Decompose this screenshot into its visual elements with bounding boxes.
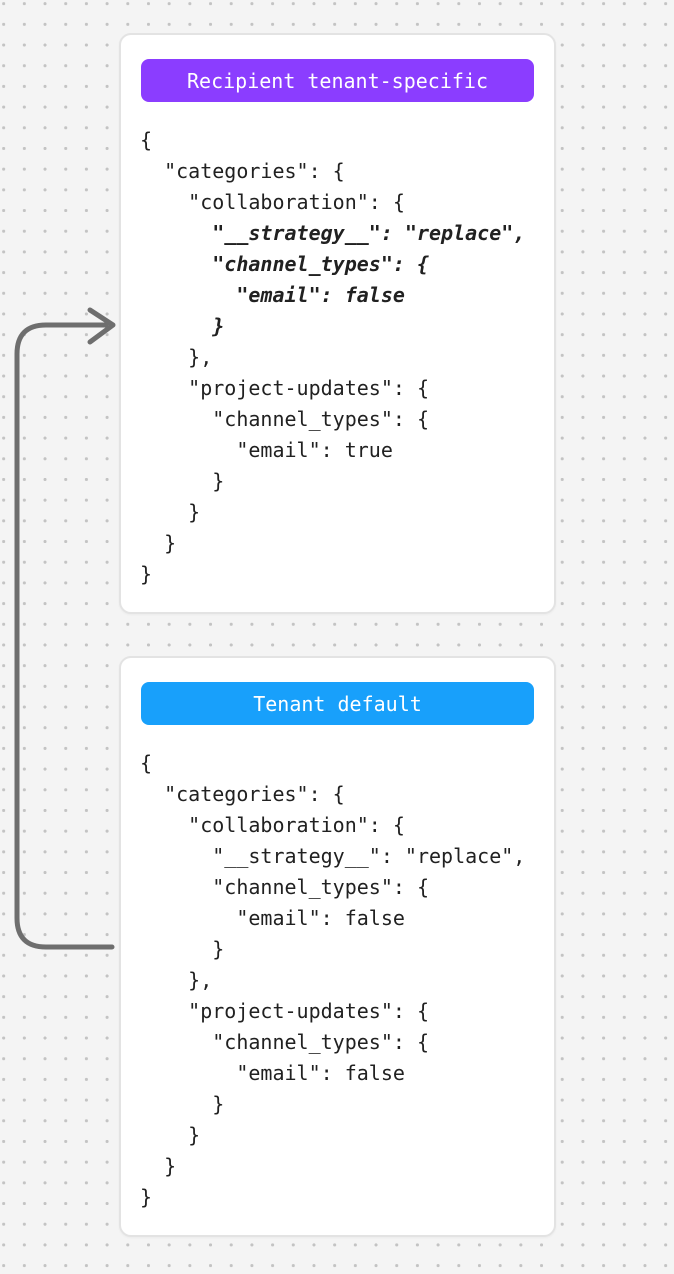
code-line: "email": false — [140, 283, 405, 307]
code-line: }, — [140, 345, 213, 369]
code-line: } — [140, 1154, 177, 1178]
card-recipient-tenant-specific: Recipient tenant-specific { "categories"… — [119, 33, 556, 614]
code-line: } — [140, 469, 225, 493]
code-line: "email": false — [140, 1061, 405, 1085]
code-line: "__strategy__": "replace", — [140, 844, 526, 868]
merge-arrow-head — [87, 307, 116, 345]
code-line: "channel_types": { — [140, 407, 429, 431]
code-line: "channel_types": { — [140, 875, 429, 899]
code-line: { — [140, 751, 153, 775]
code-line: "categories": { — [140, 159, 345, 183]
badge-recipient-tenant-specific: Recipient tenant-specific — [141, 59, 534, 102]
json-code-tenant-default: { "categories": { "collaboration": { "__… — [140, 748, 554, 1213]
code-line: "collaboration": { — [140, 813, 405, 837]
merge-arrow-shaft — [14, 322, 115, 950]
code-line: } — [140, 531, 177, 555]
card-tenant-default: Tenant default { "categories": { "collab… — [119, 656, 556, 1237]
code-line: "project-updates": { — [140, 376, 429, 400]
code-line: }, — [140, 968, 213, 992]
code-line: } — [140, 1092, 225, 1116]
code-line: "email": false — [140, 906, 405, 930]
code-line: "email": true — [140, 438, 393, 462]
code-line: { — [140, 128, 153, 152]
merge-arrow-icon — [14, 307, 116, 950]
code-line: } — [140, 500, 201, 524]
code-line: "channel_types": { — [140, 1030, 429, 1054]
code-line: } — [140, 1185, 153, 1209]
code-line: "channel_types": { — [140, 252, 429, 276]
code-line: } — [140, 937, 225, 961]
code-line: "project-updates": { — [140, 999, 429, 1023]
badge-tenant-default: Tenant default — [141, 682, 534, 725]
code-line: } — [140, 562, 153, 586]
json-code-recipient-tenant-specific: { "categories": { "collaboration": { "__… — [140, 125, 554, 590]
code-line: } — [140, 314, 225, 338]
code-line: "__strategy__": "replace", — [140, 221, 526, 245]
code-line: "collaboration": { — [140, 190, 405, 214]
code-line: "categories": { — [140, 782, 345, 806]
code-line: } — [140, 1123, 201, 1147]
